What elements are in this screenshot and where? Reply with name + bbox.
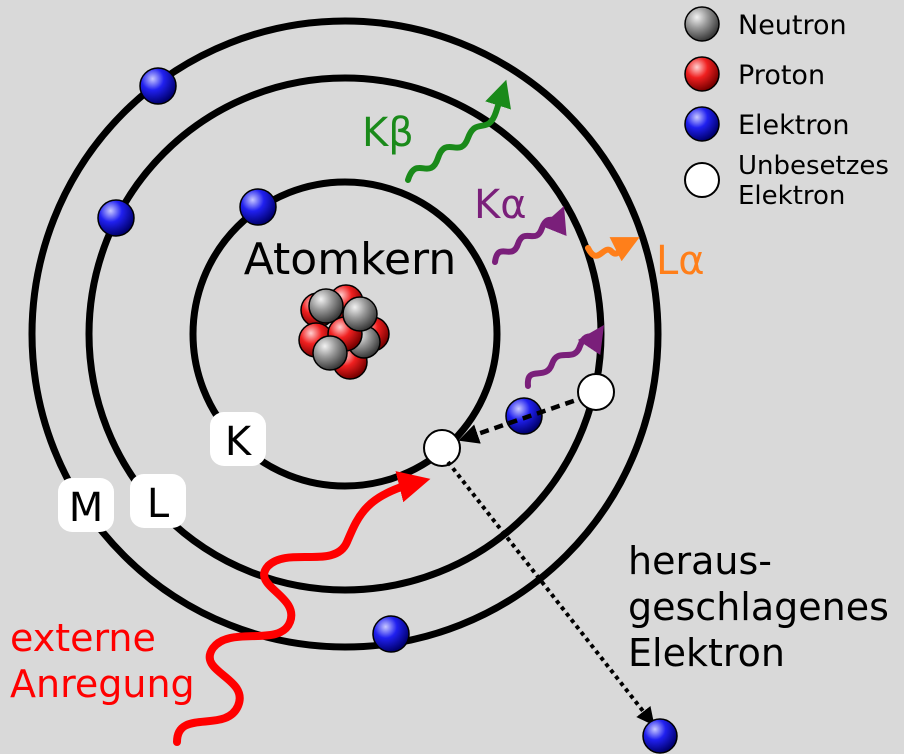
k-beta-label: Kβ xyxy=(362,110,414,156)
electron-ball xyxy=(372,615,410,653)
legend-neutron-swatch xyxy=(684,6,720,42)
k-alpha-photon-arrow-lower xyxy=(524,325,605,389)
electron-ball xyxy=(239,188,277,226)
ejected-label-line2: geschlagenes xyxy=(628,585,889,629)
neutron-ball xyxy=(342,296,378,332)
excitation-label-line1: externe xyxy=(10,616,156,660)
shell-m-ring xyxy=(28,17,662,651)
nucleus xyxy=(298,284,390,380)
legend-electron-label: Elektron xyxy=(738,110,850,141)
shell-m-label: M xyxy=(69,485,104,531)
shell-m-badge: M xyxy=(58,478,114,532)
k-alpha-label: Kα xyxy=(474,182,527,228)
excitation-wave-arrow xyxy=(173,471,431,746)
shell-k-ring xyxy=(189,178,501,490)
k-alpha-photon-arrow xyxy=(492,205,567,265)
electron-ball xyxy=(139,67,177,105)
legend-vacancy-swatch xyxy=(684,162,720,198)
vacancy-k-shell xyxy=(423,429,461,467)
k-beta-photon-arrow xyxy=(405,79,511,183)
shell-k-label: K xyxy=(225,419,253,465)
shell-k-badge: K xyxy=(210,412,266,466)
shell-l-badge: L xyxy=(130,474,186,528)
ejected-electron-ball xyxy=(642,718,678,754)
ejection-path-arrow xyxy=(446,460,655,726)
l-alpha-label: Lα xyxy=(656,238,705,284)
shell-l-label: L xyxy=(147,481,170,527)
neutron-ball xyxy=(312,335,348,371)
legend-vacancy-label-line2: Elektron xyxy=(738,181,845,211)
electron-ball xyxy=(97,199,135,237)
legend-electron-swatch xyxy=(684,106,720,142)
transition-arrow xyxy=(458,393,589,444)
legend-proton-label: Proton xyxy=(738,60,825,91)
ejected-label-line3: Elektron xyxy=(628,631,785,675)
legend-neutron-label: Neutron xyxy=(738,10,847,41)
l-alpha-photon-arrow xyxy=(585,237,640,262)
nucleus-label: Atomkern xyxy=(244,234,457,285)
ejected-label-line1: heraus- xyxy=(628,539,772,583)
legend-vacancy-label-line1: Unbesetzes xyxy=(738,151,889,181)
neutron-ball xyxy=(308,288,344,324)
legend: Neutron Proton Elektron Unbesetzes Elekt… xyxy=(684,6,889,211)
excitation-label-line2: Anregung xyxy=(10,662,195,706)
legend-proton-swatch xyxy=(684,56,720,92)
vacancy-l-shell xyxy=(577,373,615,411)
